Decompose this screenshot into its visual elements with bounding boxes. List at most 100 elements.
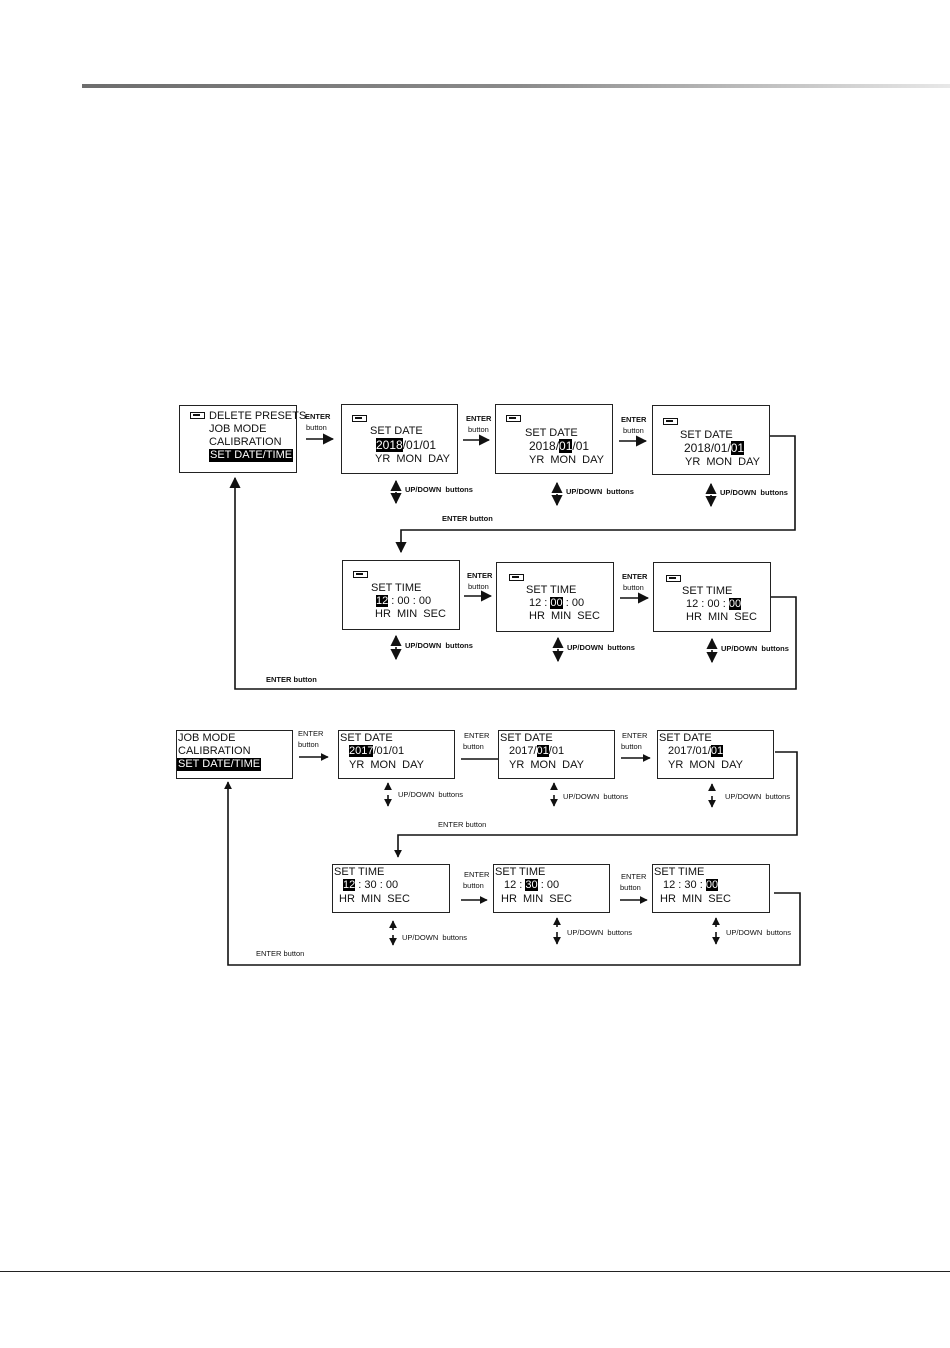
enter-label: ENTER: [621, 415, 647, 424]
time-value: 12 : 30 : 00: [343, 879, 398, 892]
date-units: YR MON DAY: [668, 759, 743, 771]
enter-label: ENTER: [622, 731, 648, 740]
return-line-d1: [229, 476, 797, 690]
battery-icon: [353, 571, 368, 578]
time-sep: :: [541, 597, 551, 609]
updown-label: UP/DOWN buttons: [566, 487, 634, 496]
date-mon: 01: [376, 745, 389, 757]
battery-icon: [190, 412, 205, 419]
enter-button-label: ENTER button: [442, 514, 493, 523]
time-sec: 00: [546, 879, 560, 891]
set-time-title: SET TIME: [654, 866, 705, 878]
date-sep: /: [373, 745, 377, 757]
time-sep: :: [409, 595, 419, 607]
d1-set-date-month-screen: SET DATE 2018/01/01 YR MON DAY: [495, 404, 613, 474]
time-hr: 12: [663, 879, 676, 891]
battery-icon: [506, 415, 521, 422]
menu-item-set-date-time: SET DATE/TIME: [209, 449, 294, 462]
updown-label: UP/DOWN buttons: [398, 790, 464, 799]
header-rule: [82, 84, 950, 88]
time-hr: 12: [686, 598, 699, 610]
menu-item-job-mode: JOB MODE: [178, 732, 236, 744]
button-label: button: [298, 740, 319, 749]
enter-label: ENTER: [305, 412, 331, 421]
menu-item-delete-presets: DELETE PRESETS: [209, 410, 307, 422]
set-date-title: SET DATE: [680, 429, 733, 441]
time-units: HR MIN SEC: [375, 608, 446, 620]
enter-label: ENTER: [621, 872, 647, 881]
time-hr-selected: 12: [376, 595, 389, 607]
date-units: YR MON DAY: [375, 453, 450, 465]
enter-label: ENTER: [298, 729, 324, 738]
date-mon: 01: [714, 441, 728, 455]
date-units: YR MON DAY: [685, 456, 760, 468]
time-units: HR MIN SEC: [529, 610, 600, 622]
date-year-selected: 2018: [376, 438, 403, 452]
time-value: 12 : 00 : 00: [376, 595, 431, 608]
d2-set-time-hour-screen: SET TIME 12 : 30 : 00 HR MIN SEC: [332, 864, 450, 913]
time-units: HR MIN SEC: [501, 893, 572, 905]
date-year: 2017: [509, 745, 534, 757]
time-sep: :: [719, 598, 729, 610]
time-min: 00: [397, 595, 410, 607]
time-sec-selected: 00: [705, 879, 719, 891]
d1-set-time-second-screen: SET TIME 12 : 00 : 00 HR MIN SEC: [653, 562, 771, 632]
d1-set-date-day-screen: SET DATE 2018/01/01 YR MON DAY: [652, 405, 770, 475]
battery-icon: [666, 575, 681, 582]
date-value: 2017/01/01: [509, 745, 564, 758]
return-line-d2: [224, 781, 801, 966]
enter-label: ENTER: [466, 414, 492, 423]
updown-label: UP/DOWN buttons: [405, 641, 473, 650]
button-label: button: [468, 425, 489, 434]
set-time-title: SET TIME: [526, 584, 577, 596]
updown-label: UP/DOWN buttons: [721, 644, 789, 653]
button-label: button: [463, 881, 484, 890]
time-value: 12 : 30 : 00: [663, 879, 719, 892]
d2-set-time-second-screen: SET TIME 12 : 30 : 00 HR MIN SEC: [652, 864, 770, 913]
date-year: 2018: [529, 439, 556, 453]
enter-button-label: ENTER button: [266, 675, 317, 684]
date-sep: /: [572, 439, 576, 453]
time-value: 12 : 30 : 00: [504, 879, 559, 892]
time-sep: :: [696, 879, 706, 891]
date-sep: /: [388, 745, 392, 757]
battery-icon: [663, 418, 678, 425]
time-value: 12 : 00 : 00: [529, 597, 584, 610]
updown-label: UP/DOWN buttons: [563, 792, 629, 801]
date-day: 01: [391, 745, 405, 757]
date-day-selected: 01: [710, 745, 724, 757]
wrap-line-d2: [394, 751, 798, 858]
date-day: 01: [422, 438, 437, 452]
updown-label: UP/DOWN buttons: [725, 792, 791, 801]
set-date-title: SET DATE: [525, 427, 578, 439]
button-label: button: [463, 742, 484, 751]
button-label: button: [620, 883, 641, 892]
footer-rule: [0, 1271, 950, 1272]
date-day: 01: [551, 745, 565, 757]
date-units: YR MON DAY: [529, 454, 604, 466]
time-sec: 00: [385, 879, 399, 891]
button-label: button: [623, 583, 644, 592]
d1-set-time-minute-screen: SET TIME 12 : 00 : 00 HR MIN SEC: [496, 562, 614, 632]
set-date-title: SET DATE: [500, 732, 553, 744]
battery-icon: [352, 415, 367, 422]
button-label: button: [621, 742, 642, 751]
set-date-title: SET DATE: [659, 732, 712, 744]
d1-set-date-year-screen: SET DATE 2018/01/01 YR MON DAY: [341, 404, 458, 474]
updown-label: UP/DOWN buttons: [567, 643, 635, 652]
time-hr: 12: [529, 597, 542, 609]
updown-label: UP/DOWN buttons: [405, 485, 473, 494]
time-min: 30: [364, 879, 377, 891]
time-min: 30: [684, 879, 697, 891]
button-label: button: [623, 426, 644, 435]
set-date-title: SET DATE: [340, 732, 393, 744]
date-sep: /: [533, 745, 537, 757]
date-value: 2018/01/01: [376, 438, 437, 452]
button-label: button: [468, 582, 489, 591]
set-date-title: SET DATE: [370, 425, 423, 437]
updown-label: UP/DOWN buttons: [720, 488, 788, 497]
date-year: 2018: [684, 441, 711, 455]
date-year-selected: 2017: [349, 745, 374, 757]
menu-item-calibration: CALIBRATION: [209, 436, 282, 448]
